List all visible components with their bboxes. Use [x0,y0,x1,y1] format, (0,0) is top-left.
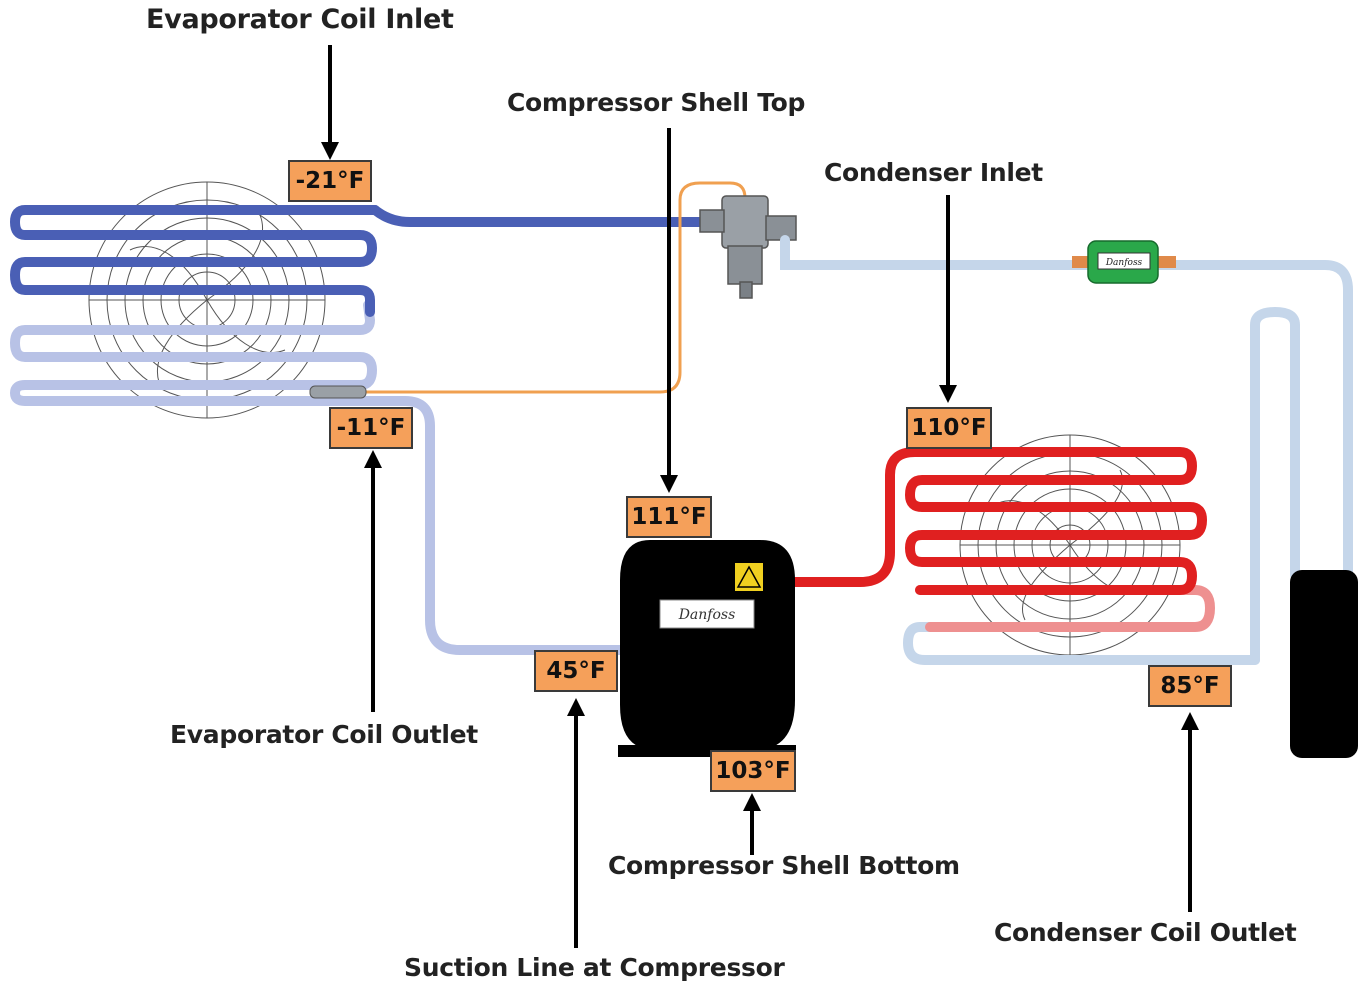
arrowhead-cond-inlet [939,385,957,403]
label-compressor-shell-bottom: Compressor Shell Bottom [608,851,960,880]
temp-condenser-coil-outlet: 85°F [1148,665,1232,707]
evaporator-coil-upper [9,205,715,317]
compressor-brand-label: Danfoss [678,607,736,623]
pointer-arrows [321,45,1199,948]
arrowhead-evap-inlet [321,142,339,160]
temp-condenser-inlet: 110°F [906,407,992,449]
temp-evaporator-coil-outlet: -11°F [329,407,413,449]
temp-compressor-shell-bottom: 103°F [710,750,796,792]
filter-drier: Danfoss [1072,240,1176,284]
liquid-line [780,235,1353,580]
compressor: Danfoss [618,540,796,757]
label-compressor-shell-top: Compressor Shell Top [507,88,806,117]
txv-sensing-bulb [309,385,367,399]
arrowhead-suction-line [567,698,585,716]
suction-line [320,396,630,655]
discharge-line [785,447,1208,595]
arrowhead-comp-shell-top [660,475,678,493]
arrowhead-evap-outlet [364,450,382,468]
receiver-riser [1250,306,1300,665]
expansion-valve [699,195,797,299]
capillary-line [348,181,747,394]
label-evaporator-coil-outlet: Evaporator Coil Outlet [170,720,478,749]
temp-suction-line: 45°F [534,650,618,692]
receiver-tank [1290,570,1358,758]
label-condenser-inlet: Condenser Inlet [824,158,1043,187]
condenser-coil-lower [902,622,1260,665]
evaporator-coil-lower [9,300,378,406]
temp-compressor-shell-top: 111°F [626,496,712,538]
temp-evaporator-coil-inlet: -21°F [288,160,372,202]
filter-drier-label: Danfoss [1105,258,1143,268]
evaporator-fan-guard [88,181,326,419]
label-evaporator-coil-inlet: Evaporator Coil Inlet [146,4,454,35]
label-suction-line-at-compressor: Suction Line at Compressor [404,953,785,982]
condenser-coil-warm [915,585,1216,632]
arrowhead-comp-shell-bottom [743,793,761,811]
label-condenser-coil-outlet: Condenser Coil Outlet [994,918,1297,947]
arrowhead-cond-coil-outlet [1181,712,1199,730]
